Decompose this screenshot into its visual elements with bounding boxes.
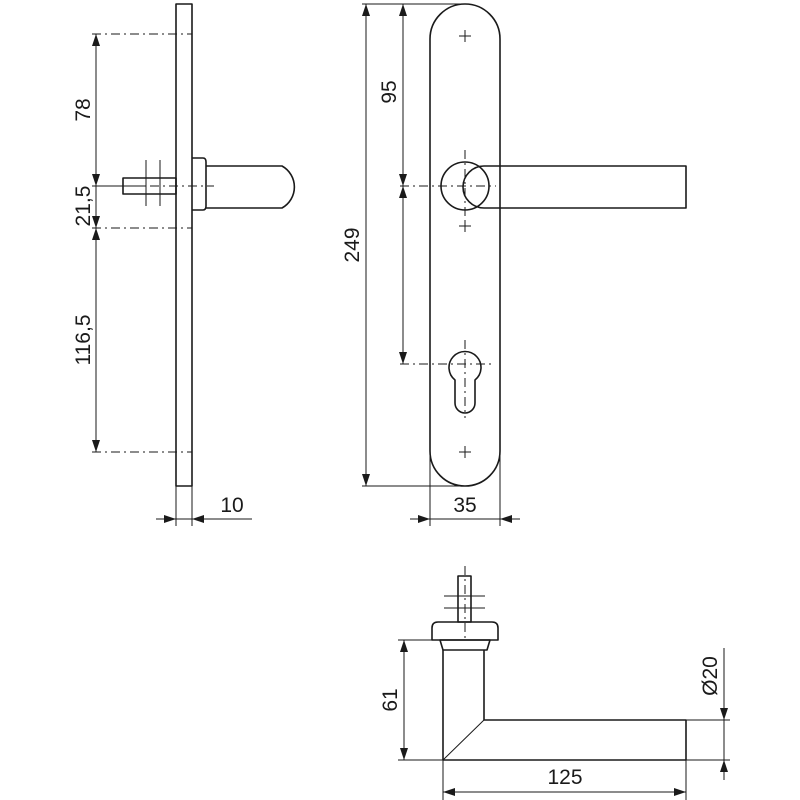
- arrow-95-mid: [399, 186, 407, 198]
- handle-rosette: [431, 621, 499, 641]
- screw-mark-top: [459, 30, 471, 42]
- handle-neck: [439, 639, 491, 651]
- front-view: 249 95 35: [341, 3, 687, 526]
- label-78: 78: [72, 98, 95, 121]
- label-dia-20: Ø20: [699, 656, 722, 696]
- arrow-78-bottom: [92, 174, 100, 186]
- arrow-116-5-top: [92, 228, 100, 240]
- arrow-61-bottom: [400, 748, 408, 760]
- arrow-249-top: [362, 4, 370, 16]
- arrow-21-5-bottom: [92, 216, 100, 228]
- screw-mark-bottom: [459, 446, 471, 458]
- handle-bend: [442, 719, 485, 761]
- label-35: 35: [453, 494, 476, 517]
- side-handle: [206, 165, 296, 209]
- arrow-95-upper: [399, 4, 407, 16]
- label-249: 249: [341, 227, 364, 262]
- arrow-dia-bottom: [720, 760, 728, 772]
- front-handle: [462, 165, 687, 209]
- arrow-10-left: [164, 515, 176, 523]
- side-spindle: [122, 177, 177, 195]
- label-21-5: 21,5: [72, 186, 95, 227]
- side-view: 78 21,5 116,5 10: [72, 3, 296, 526]
- label-10: 10: [220, 494, 243, 517]
- handle-view: 61 Ø20 125: [379, 566, 730, 800]
- screw-mark-middle: [459, 220, 471, 232]
- arrow-61-top: [400, 640, 408, 652]
- label-125: 125: [547, 766, 582, 789]
- handle-shaft: [442, 650, 687, 761]
- arrow-78-top: [92, 34, 100, 46]
- arrow-10-right: [192, 515, 204, 523]
- arrow-125-right: [674, 788, 686, 796]
- arrow-125-left: [443, 788, 455, 796]
- arrow-35-left: [418, 515, 430, 523]
- arrow-35-right: [500, 515, 512, 523]
- label-116-5: 116,5: [72, 315, 95, 366]
- side-backplate: [175, 3, 193, 487]
- label-95: 95: [378, 80, 401, 103]
- arrow-dia-top: [720, 708, 728, 720]
- arrow-95-top: [399, 174, 407, 186]
- arrow-249-bottom: [362, 474, 370, 486]
- side-rosette: [192, 157, 207, 211]
- arrow-116-5-bottom: [92, 440, 100, 452]
- arrow-95-bottom: [399, 352, 407, 364]
- label-61: 61: [379, 688, 402, 711]
- cylinder-cutout: [448, 350, 482, 414]
